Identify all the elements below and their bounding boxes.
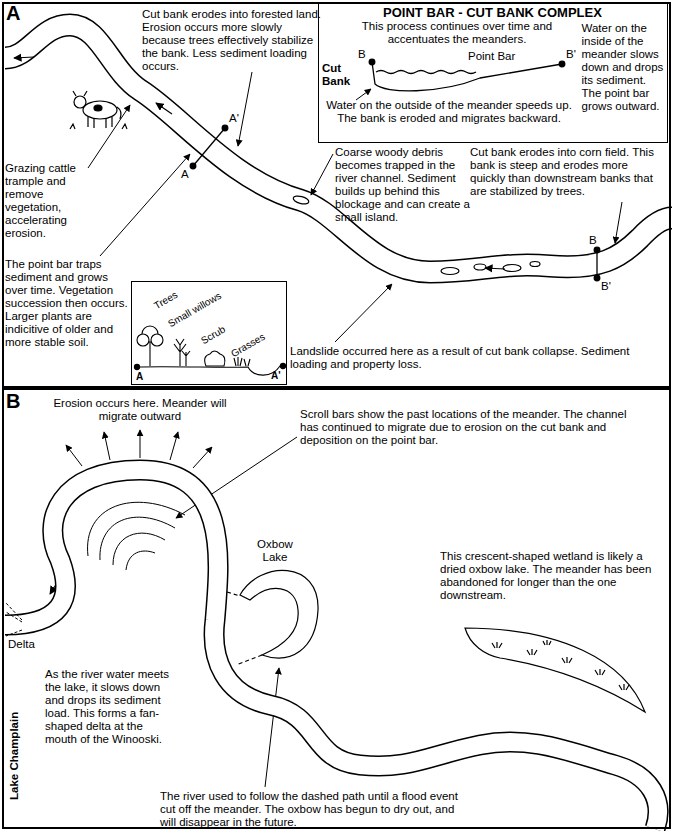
panel-letter: A [6,2,20,24]
map-label: B [358,48,366,61]
vegetation [135,366,286,375]
vegetation [151,334,163,346]
river-b [5,470,658,829]
river-a [5,25,672,272]
leader-lines [265,668,279,787]
cow [70,124,127,129]
section-lines [135,59,600,369]
cow [88,107,121,128]
dried-oxbow [492,640,629,690]
map-label: A [136,371,143,383]
note-text: The point bar traps sediment and grows o… [5,258,128,349]
note-text: The river used to follow the dashed path… [160,790,460,829]
note-text: As the river water meets the lake, it sl… [45,668,170,746]
map-label: A' [271,370,281,382]
section-lines [594,275,600,281]
inset-box: TreesSmall willowsScrubGrasses [131,281,287,385]
flow-arrows [156,103,172,114]
river-b [5,470,658,829]
leader-lines [170,432,178,460]
box-text: Water on the outside of the meander spee… [322,99,577,125]
scroll-bars [88,502,185,570]
cow [94,105,102,111]
scroll-bars [88,502,185,556]
islands [474,264,486,270]
leader-lines [238,72,252,146]
box-text: This process continues over time and acc… [335,20,580,46]
inset-box: POINT BAR - CUT BANK COMPLEXThis process… [318,3,668,143]
leader-lines [311,154,333,195]
section-lines [193,128,225,166]
cow [73,91,87,96]
river-b [5,470,658,829]
box-text: Water on the inside of the meander slows… [582,22,666,113]
leader-lines [100,154,190,256]
cross-section [376,71,476,74]
dried-oxbow [465,628,645,712]
leader-lines [335,284,392,342]
panel-box: B [2,388,671,829]
leader-lines [356,89,371,100]
note-text: Erosion occurs here. Meander will migrat… [40,397,240,423]
box-text: Scrub [199,323,228,346]
river-a [5,25,672,272]
map-label: Oxbow Lake [245,538,305,564]
box-text: Grasses [229,330,267,359]
leader-lines [66,445,82,466]
oxbow-lake [240,570,318,658]
scroll-bars [113,533,165,565]
map-label: Cut Bank [322,62,368,88]
cow [74,96,86,108]
vegetation [205,351,225,366]
flow-arrows [485,268,505,269]
note-text: Grazing cattle trample and remove vegeta… [5,162,89,240]
vegetation [174,339,190,366]
map-label: A' [229,112,239,125]
leader-lines [140,430,141,458]
section-lines [594,247,600,253]
oxbow-lake [227,570,318,665]
note-text: Coarse woody debris becomes trapped in t… [335,146,470,224]
note-text: Cut bank erodes into forested land. Eros… [142,8,322,73]
dried-oxbow [465,628,645,712]
note-text: Scroll bars show the past locations of t… [300,408,645,447]
delta [6,603,22,636]
panel-letter: B [6,390,20,412]
cross-section [372,62,562,91]
map-label: Lake Champlain [8,712,21,800]
islands [441,268,459,275]
map-label: Delta [8,638,35,651]
islands [292,195,309,206]
section-lines [190,163,196,169]
islands [530,262,540,267]
note-text: This crescent-shaped wetland is likely a… [440,550,668,602]
leader-lines [104,432,110,460]
map-label: Point Bar [468,50,515,63]
vegetation [149,340,150,366]
leader-lines [193,447,212,468]
islands [503,265,521,272]
cow [83,101,117,119]
delta [6,603,22,636]
river-a [5,25,672,272]
map-label: B [589,234,597,247]
cow [70,91,127,129]
box-title: POINT BAR - CUT BANK COMPLEX [318,5,668,20]
section-lines [596,250,597,278]
flow-arrows [14,57,34,58]
map-label: B' [601,280,611,293]
scroll-bars [126,551,155,570]
leader-lines [615,202,622,243]
note-text: Cut bank erodes into corn field. This ba… [470,146,665,198]
map-label: B' [566,48,576,61]
oxbow-lake [227,592,262,665]
cross-section [372,62,562,91]
note-text: Landslide occurred here as a result of c… [290,345,665,371]
section-lines [222,125,228,131]
vegetation [137,334,149,346]
map-label: A [181,168,189,181]
scroll-bars [100,517,175,560]
box-text: Trees [152,289,180,312]
